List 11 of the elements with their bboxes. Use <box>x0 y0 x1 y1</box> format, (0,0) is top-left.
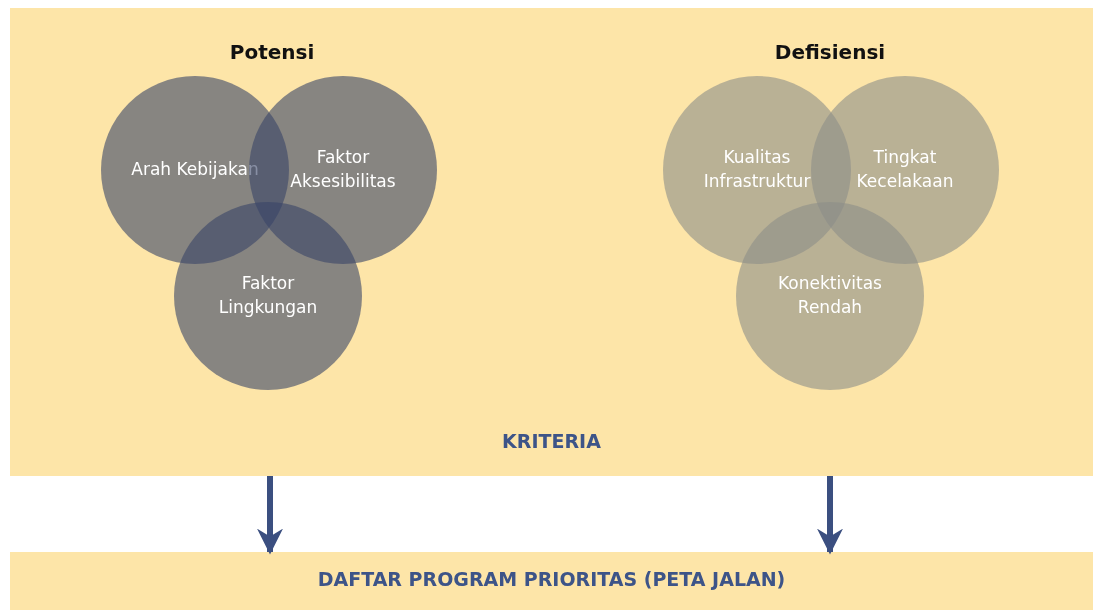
criteria-panel <box>10 8 1093 476</box>
arrow <box>257 476 283 555</box>
venn-circle: Tingkat Kecelakaan <box>811 76 999 264</box>
panel-title: KRITERIA <box>501 430 602 452</box>
group-heading: Defisiensi <box>774 40 886 64</box>
venn-circle: Faktor Lingkungan <box>174 202 362 390</box>
venn-circle: Konektivitas Rendah <box>736 202 924 390</box>
result-panel <box>10 552 1093 610</box>
panel-title: DAFTAR PROGRAM PRIORITAS (PETA JALAN) <box>316 568 787 590</box>
group-heading: Potensi <box>229 40 315 64</box>
arrow <box>817 476 843 555</box>
